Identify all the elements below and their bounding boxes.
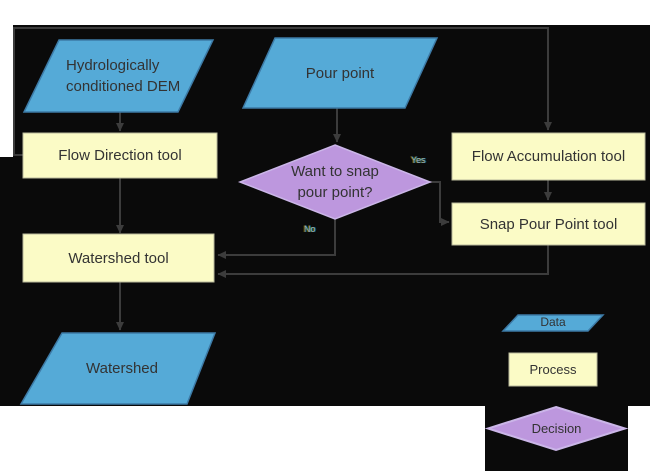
connectors [13,27,552,331]
pour-point-shape [241,37,439,109]
legend-data-shape [501,314,605,332]
flow-accumulation-shape [451,132,646,181]
legend-decision-shape [484,405,629,452]
watershed-tool-shape [22,233,215,283]
decision-shape [237,144,433,220]
flow-direction-shape [22,132,218,179]
connector-decision-yes-to-snap [430,181,450,226]
snap-pour-point-shape [451,202,646,246]
connector-snap-to-watershed-tool [217,245,549,278]
connector-decision-no-to-watershed-tool [217,219,336,259]
dem-shape [22,39,215,113]
connector-flow-direction-to-flow-accumulation [13,27,552,156]
watershed-shape [19,332,217,405]
legend-process-shape [508,352,598,387]
